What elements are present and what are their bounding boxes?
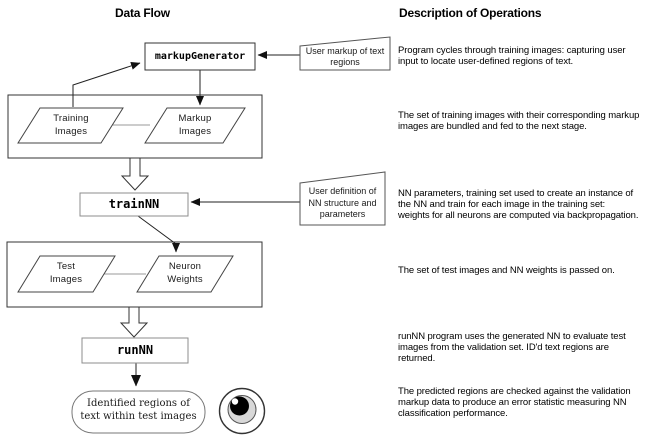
training-images-parallelogram	[17, 107, 124, 144]
hollow-arrow-test-to-runnn	[119, 306, 149, 338]
description-runnn: runNN program uses the generated NN to e…	[398, 331, 626, 364]
description-of-operations-title: Description of Operations	[399, 6, 542, 20]
description-training-stage: The set of training images with their co…	[398, 110, 640, 132]
arrow-trainnn-to-neuron-weights	[137, 215, 180, 253]
description-validation: The predicted regions are checked agains…	[398, 386, 631, 419]
trainnn-label: trainNN	[108, 197, 160, 211]
user-nn-definition-shape	[299, 171, 386, 226]
user-markup-input-label: User markup of text regions	[305, 46, 385, 67]
identified-regions-label: Identified regions of text within test i…	[80, 398, 197, 422]
user-markup-input-shape	[299, 36, 391, 71]
training-images-label: Training Images	[53, 113, 89, 137]
neuron-weights-parallelogram	[136, 255, 234, 293]
user-nn-definition-label: User definition of NN structure and para…	[308, 186, 377, 219]
hollow-arrow-training-to-trainnn	[120, 157, 150, 191]
markupgenerator-box	[144, 42, 256, 71]
arrow-training-images-to-markupgenerator	[72, 62, 141, 107]
markup-images-parallelogram	[144, 107, 246, 144]
description-test-stage: The set of test images and NN weights is…	[398, 265, 615, 276]
markup-images-label: Markup Images	[178, 113, 212, 137]
data-flow-title: Data Flow	[115, 6, 170, 20]
runnn-box	[81, 337, 189, 364]
test-images-label: Test Images	[49, 261, 83, 285]
runnn-label: runNN	[116, 343, 154, 357]
description-trainnn: NN parameters, training set used to crea…	[398, 188, 639, 221]
test-images-parallelogram	[17, 255, 116, 293]
markupgenerator-label: markupGenerator	[154, 51, 246, 62]
eye-icon	[218, 387, 266, 435]
trainnn-box	[79, 192, 189, 217]
description-markupgenerator: Program cycles through training images: …	[398, 45, 626, 67]
identified-regions-stadium	[71, 390, 206, 434]
neuron-weights-label: Neuron Weights	[167, 261, 203, 285]
